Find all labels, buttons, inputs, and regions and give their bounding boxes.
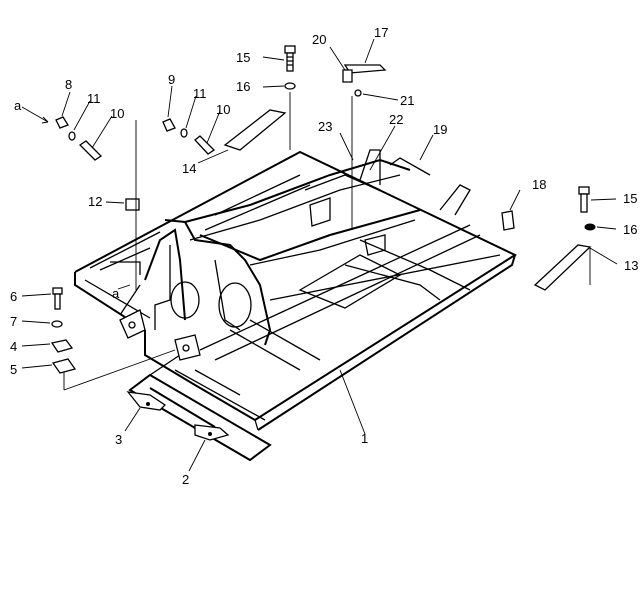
- label-15-right: 15: [623, 191, 637, 206]
- bolt-10-mid: [194, 135, 216, 155]
- nut-21: [354, 89, 362, 97]
- label-15-top: 15: [236, 50, 250, 65]
- label-5: 5: [10, 362, 17, 377]
- label-10-left: 10: [110, 106, 124, 121]
- plate-13: [533, 244, 592, 291]
- label-22: 22: [389, 112, 403, 127]
- pad-5: [51, 358, 77, 374]
- block-18: [501, 210, 515, 231]
- label-16-top: 16: [236, 79, 250, 94]
- label-7: 7: [10, 314, 17, 329]
- bolt-10-left: [78, 140, 103, 161]
- bracket-8: [55, 116, 69, 129]
- label-10-mid: 10: [216, 102, 230, 117]
- block-20: [342, 69, 353, 83]
- label-6: 6: [10, 289, 17, 304]
- label-8: 8: [65, 77, 72, 92]
- bolt-6: [52, 287, 63, 310]
- cap-12: [125, 198, 140, 211]
- bracket-9: [162, 118, 176, 132]
- washer-16-top: [284, 82, 296, 90]
- label-3: 3: [115, 432, 122, 447]
- label-12: 12: [88, 194, 102, 209]
- label-18: 18: [532, 177, 546, 192]
- pad-4: [50, 339, 74, 353]
- view-marker-a-top: a: [14, 98, 22, 113]
- leader-lines: [21, 38, 618, 472]
- label-11-left: 11: [87, 91, 101, 106]
- label-14: 14: [182, 161, 196, 176]
- bolt-15-top: [284, 45, 296, 72]
- washer-16-right: [584, 223, 596, 231]
- label-23: 23: [318, 119, 332, 134]
- label-21: 21: [400, 93, 414, 108]
- label-11-mid: 11: [193, 86, 207, 101]
- label-16-right: 16: [623, 222, 637, 237]
- label-19: 19: [433, 122, 447, 137]
- main-frame: [74, 149, 518, 462]
- plate-14: [223, 109, 287, 151]
- label-17: 17: [374, 25, 388, 40]
- label-2: 2: [182, 472, 189, 487]
- label-20: 20: [312, 32, 326, 47]
- label-9: 9: [168, 72, 175, 87]
- bolt-15-right: [578, 186, 590, 213]
- view-marker-a-left: a: [112, 286, 120, 301]
- washer-11-mid: [180, 128, 188, 138]
- label-1: 1: [361, 431, 368, 446]
- label-13: 13: [624, 258, 638, 273]
- washer-7: [51, 320, 63, 328]
- washer-11-left: [68, 131, 76, 141]
- label-4: 4: [10, 339, 17, 354]
- callout-labels: a a 1 2 3 4 5 6 7 8 9 10 10 11 11 12 13 …: [10, 25, 638, 487]
